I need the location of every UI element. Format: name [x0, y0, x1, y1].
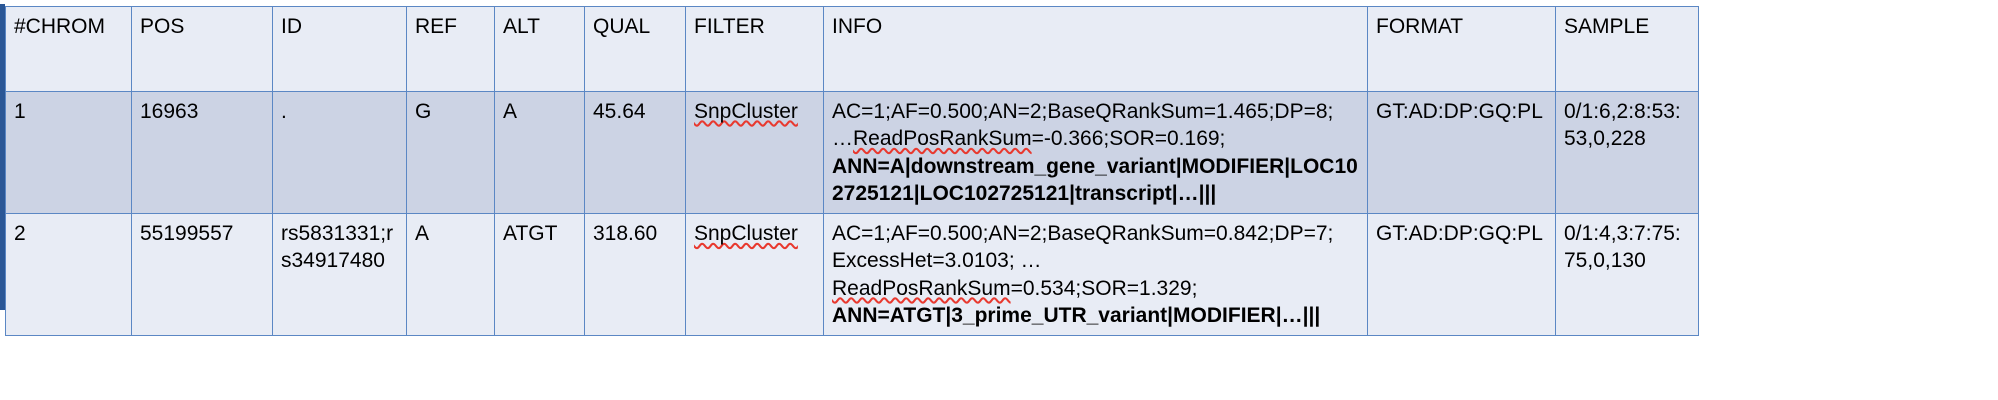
info-line-3: ReadPosRankSum=0.534;SOR=1.329;: [832, 275, 1360, 302]
cell-id: rs5831331;rs34917480: [272, 213, 407, 337]
cell-filter: SnpCluster: [685, 90, 824, 215]
document-edge-bar: [0, 4, 5, 310]
column-header-qual: QUAL: [584, 6, 686, 92]
filter-value-spellchecked: SnpCluster: [694, 222, 798, 246]
column-header-id: ID: [272, 6, 407, 92]
cell-alt: ATGT: [494, 213, 585, 337]
cell-qual: 45.64: [584, 90, 686, 215]
cell-qual: 318.60: [584, 213, 686, 337]
cell-filter: SnpCluster: [685, 213, 824, 337]
table-row: 1 16963 . G A 45.64 SnpCluster AC=1;AF=0…: [5, 90, 1699, 215]
vcf-variant-table: #CHROM POS ID REF ALT QUAL FILTER INFO F…: [5, 6, 1699, 337]
cell-pos: 55199557: [131, 213, 273, 337]
column-header-info: INFO: [823, 6, 1368, 92]
cell-sample: 0/1:6,2:8:53:53,0,228: [1555, 90, 1699, 215]
info-line-2-rest: =-0.366;SOR=0.169;: [1031, 127, 1226, 151]
column-header-ref: REF: [406, 6, 495, 92]
cell-pos: 16963: [131, 90, 273, 215]
info-readposranksum-spellchecked: ReadPosRankSum: [853, 127, 1032, 151]
info-line-2: ExcessHet=3.0103; …: [832, 249, 1042, 273]
column-header-alt: ALT: [494, 6, 585, 92]
cell-info: AC=1;AF=0.500;AN=2;BaseQRankSum=0.842;DP…: [823, 213, 1368, 337]
column-header-chrom: #CHROM: [5, 6, 132, 92]
info-ellipsis: …: [832, 127, 853, 151]
info-annotation-line: ANN=ATGT|3_prime_UTR_variant|MODIFIER|…|…: [832, 304, 1321, 328]
info-line-2: …ReadPosRankSum=-0.366;SOR=0.169;: [832, 125, 1360, 152]
cell-ref: G: [406, 90, 495, 215]
column-header-pos: POS: [131, 6, 273, 92]
info-annotation-line: ANN=A|downstream_gene_variant|MODIFIER|L…: [832, 154, 1358, 205]
info-line-1: AC=1;AF=0.500;AN=2;BaseQRankSum=1.465;DP…: [832, 100, 1334, 123]
cell-format: GT:AD:DP:GQ:PL: [1367, 90, 1556, 215]
cell-chrom: 2: [5, 213, 132, 337]
column-header-filter: FILTER: [685, 6, 824, 92]
table-row: 2 55199557 rs5831331;rs34917480 A ATGT 3…: [5, 213, 1699, 337]
cell-info: AC=1;AF=0.500;AN=2;BaseQRankSum=1.465;DP…: [823, 90, 1368, 215]
cell-sample: 0/1:4,3:7:75:75,0,130: [1555, 213, 1699, 337]
cell-chrom: 1: [5, 90, 132, 215]
cell-id: .: [272, 90, 407, 215]
cell-alt: A: [494, 90, 585, 215]
column-header-sample: SAMPLE: [1555, 6, 1699, 92]
cell-ref: A: [406, 213, 495, 337]
info-line-1: AC=1;AF=0.500;AN=2;BaseQRankSum=0.842;DP…: [832, 222, 1334, 246]
info-line-3-rest: =0.534;SOR=1.329;: [1010, 276, 1198, 300]
filter-value-spellchecked: SnpCluster: [694, 100, 798, 123]
info-readposranksum-spellchecked: ReadPosRankSum: [832, 276, 1011, 300]
column-header-format: FORMAT: [1367, 6, 1556, 92]
cell-format: GT:AD:DP:GQ:PL: [1367, 213, 1556, 337]
table-header-row: #CHROM POS ID REF ALT QUAL FILTER INFO F…: [5, 6, 1699, 92]
